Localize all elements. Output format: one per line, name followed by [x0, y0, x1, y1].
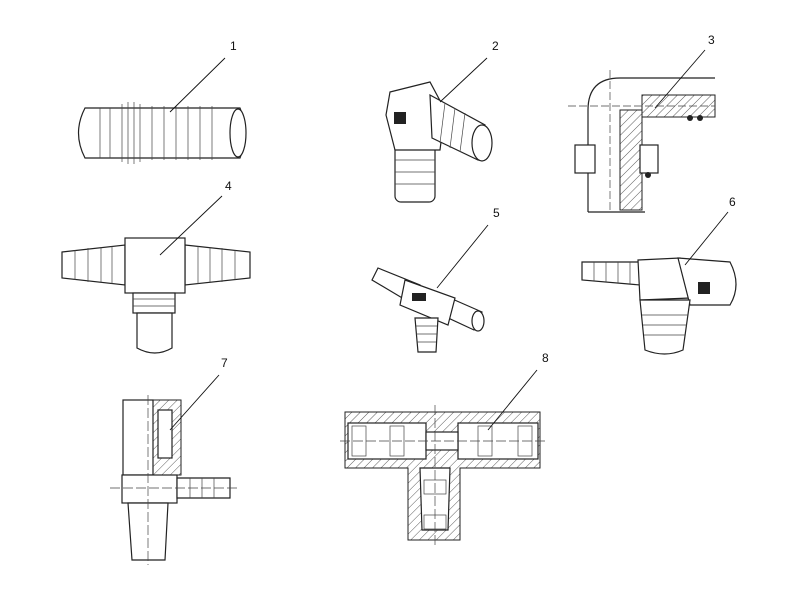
part-label-1: 1: [230, 39, 237, 53]
part-5-tee-connector: [371, 267, 485, 353]
leader-line-7: [169, 374, 220, 431]
leader-line-8: [487, 369, 538, 431]
leader-line-5: [436, 224, 489, 289]
part-3-elbow-section: [568, 70, 716, 213]
leader-line-1: [169, 57, 226, 113]
part-7-elbow-section: [110, 395, 240, 565]
part-label-3: 3: [708, 33, 715, 47]
part-6-tee-connector: [581, 257, 737, 355]
part-2-elbow-connector: [385, 81, 493, 203]
leader-line-2: [439, 57, 488, 103]
part-8-tee-section: [340, 405, 545, 545]
part-label-4: 4: [225, 179, 232, 193]
leader-line-4: [159, 195, 223, 256]
leader-line-3: [654, 49, 706, 109]
part-label-6: 6: [729, 195, 736, 209]
part-label-7: 7: [221, 356, 228, 370]
part-4-tee-connector: [61, 237, 251, 354]
part-label-8: 8: [542, 351, 549, 365]
part-label-2: 2: [492, 39, 499, 53]
part-label-5: 5: [493, 206, 500, 220]
leader-line-6: [684, 211, 729, 266]
part-1-straight-connector: [77, 102, 247, 164]
